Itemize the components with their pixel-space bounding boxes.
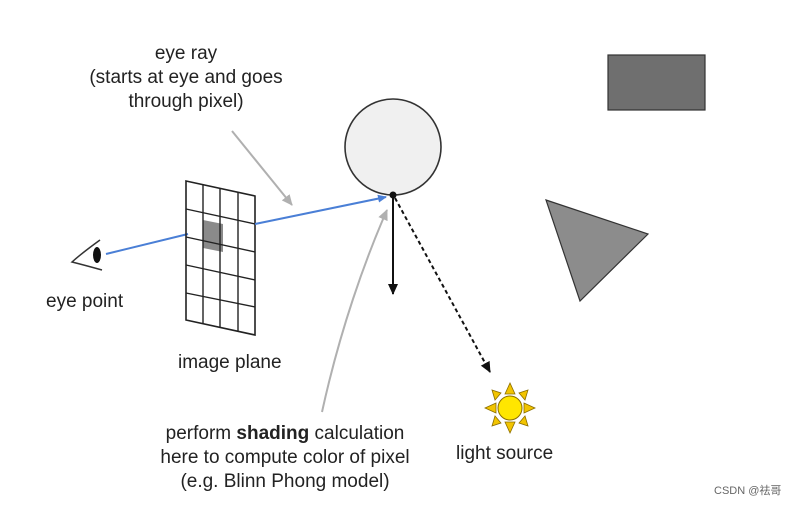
eye-ray-segment-1: [105, 233, 189, 255]
shading-label-suffix: calculation: [309, 423, 405, 444]
eye-ray-label-line-1: eye ray: [154, 43, 218, 64]
eye-ray-label-line-3: through pixel): [128, 91, 244, 112]
image-plane: [185, 180, 256, 336]
shading-label-line-3: (e.g. Blinn Phong model): [180, 471, 390, 492]
rectangle-object: [607, 54, 706, 111]
watermark: CSDN @祛哥: [714, 485, 782, 497]
shadow-ray: [394, 197, 491, 373]
eye-ray-label: eye ray (starts at eye and goes through …: [60, 42, 312, 114]
triangle-object: [545, 199, 650, 303]
shading-label-line-2: here to compute color of pixel: [160, 447, 410, 468]
eye-ray-segment-2: [254, 194, 387, 225]
eye-point-label: eye point: [46, 291, 124, 312]
hit-point: [389, 191, 397, 199]
eye-icon: [70, 239, 103, 271]
shading-label-emphasis: shading: [236, 423, 310, 444]
eye-ray-label-line-2: (starts at eye and goes: [89, 67, 283, 88]
image-plane-label: image plane: [178, 352, 282, 373]
light-source-label: light source: [456, 443, 554, 464]
shading-pointer: [321, 209, 388, 413]
sphere: [344, 98, 442, 196]
eye-ray-pointer: [231, 130, 293, 206]
shading-label: perform shading calculation here to comp…: [132, 422, 438, 494]
shading-label-line-1: perform shading calculation: [132, 422, 438, 446]
sun-icon: [484, 382, 536, 434]
shading-label-prefix: perform: [165, 423, 237, 444]
